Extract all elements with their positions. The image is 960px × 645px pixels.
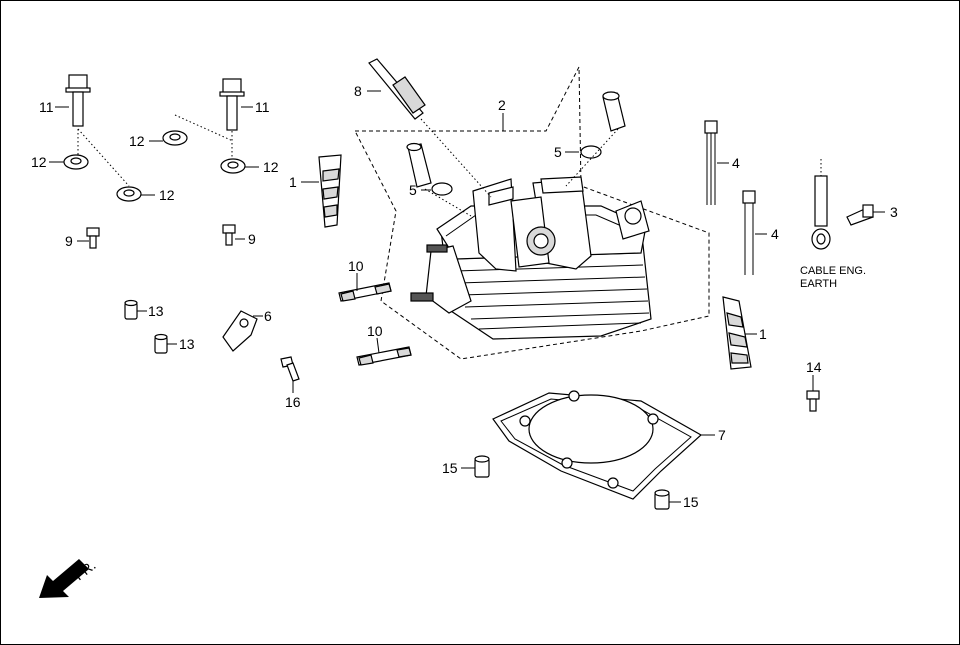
callout-9-left: 9 (65, 233, 73, 249)
callout-4-lower: 4 (771, 226, 779, 242)
callout-12-b: 12 (31, 154, 47, 170)
callout-5-lower: 5 (409, 182, 417, 198)
flange-bolt-right (219, 78, 245, 131)
callout-3: 3 (890, 204, 898, 220)
head-bolt-lower (742, 190, 756, 275)
stud-upper (338, 282, 392, 302)
dowel-13-lower (154, 333, 168, 354)
cam-plate (222, 310, 258, 352)
earth-bolt (846, 204, 874, 226)
dowel-13-upper (124, 299, 138, 320)
callout-6: 6 (264, 308, 272, 324)
callout-13-lower: 13 (179, 336, 195, 352)
o-ring-lower (431, 182, 453, 196)
callout-1-left: 1 (289, 174, 297, 190)
washer-b (63, 154, 89, 170)
callout-labels: 11 11 12 12 12 12 9 9 1 8 2 5 5 4 4 3 CA… (31, 83, 898, 583)
callout-14: 14 (806, 359, 822, 375)
cable-note-line1: CABLE ENG. (800, 265, 866, 277)
callout-4-upper: 4 (732, 155, 740, 171)
valve-guide-lower (406, 142, 432, 188)
small-bolt-16 (280, 356, 300, 382)
cylinder-head (410, 176, 652, 340)
o-ring-upper (580, 145, 602, 159)
small-bolt-9-right (222, 224, 236, 246)
washer-a (162, 130, 188, 146)
flange-bolt-left (65, 74, 91, 127)
head-gasket (492, 390, 703, 500)
stud-lower (356, 346, 412, 366)
callout-9-right: 9 (248, 231, 256, 247)
callout-16: 16 (285, 394, 301, 410)
chain-guide-right (722, 296, 752, 370)
earth-cable (811, 159, 831, 250)
small-bolt-9-left (86, 227, 100, 249)
washer-d (116, 186, 142, 202)
callout-12-c: 12 (263, 159, 279, 175)
assembly-boundary (354, 66, 710, 360)
callout-11-left: 11 (39, 99, 54, 115)
washer-c (220, 158, 246, 174)
callout-8: 8 (354, 83, 362, 99)
callout-15-right: 15 (683, 494, 699, 510)
leader-lines (49, 90, 885, 503)
callout-10-lower: 10 (367, 323, 383, 339)
arrow-down-left-icon (39, 559, 89, 598)
dowel-15-left (474, 455, 490, 478)
cable-note-line2: EARTH (800, 278, 837, 290)
callout-11-right: 11 (255, 99, 270, 115)
callout-12-d: 12 (159, 187, 175, 203)
callout-12-a: 12 (129, 133, 145, 149)
callout-15-left: 15 (442, 460, 458, 476)
chain-guide-left (318, 154, 342, 228)
small-bolt-14 (806, 390, 820, 412)
callout-7: 7 (718, 427, 726, 443)
spark-plug (368, 58, 492, 198)
callout-1-right: 1 (759, 326, 767, 342)
callout-2: 2 (498, 97, 506, 113)
head-bolt-upper (704, 120, 718, 205)
callout-5-upper: 5 (554, 144, 562, 160)
valve-guide-upper (602, 91, 626, 132)
dowel-15-right (654, 489, 670, 510)
callout-13-upper: 13 (148, 303, 164, 319)
callout-10-upper: 10 (348, 258, 364, 274)
